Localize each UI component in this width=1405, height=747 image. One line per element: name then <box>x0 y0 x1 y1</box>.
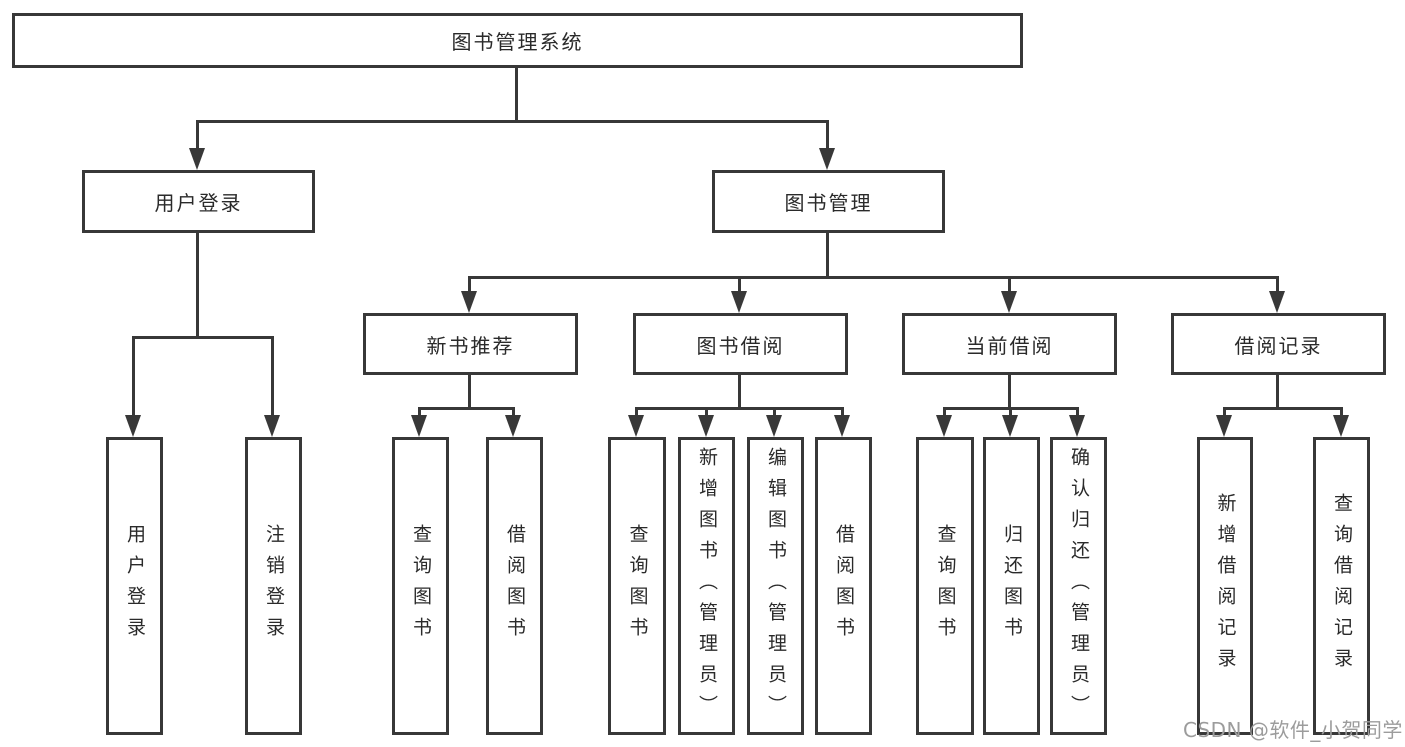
connector-branch-new-book-recommend <box>512 407 515 417</box>
node-current-borrowing: 当前借阅 <box>902 313 1117 375</box>
node-user-login-action: 用户登录 <box>106 437 163 735</box>
arrow-down-icon <box>1069 415 1085 437</box>
node-query-books-recommend: 查询图书 <box>392 437 449 735</box>
node-label-borrowing-records: 借阅记录 <box>1234 333 1323 358</box>
connector-branch-user-login <box>132 336 135 417</box>
node-query-books-borrowing: 查询图书 <box>608 437 666 735</box>
connector-rail-root <box>196 120 829 123</box>
connector-branch-current-borrowing <box>943 407 946 417</box>
arrow-down-icon <box>1269 291 1285 313</box>
node-label-new-book-recommend: 新书推荐 <box>426 333 515 358</box>
node-label-borrow-books: 借阅图书 <box>833 524 855 648</box>
node-label-user-login: 用户登录 <box>154 191 243 215</box>
arrow-down-icon <box>411 415 427 437</box>
connector-rail-new-book-recommend <box>418 407 515 410</box>
connector-branch-book-management <box>1276 276 1279 293</box>
node-query-books-current: 查询图书 <box>916 437 974 735</box>
connector-rail-borrowing-records <box>1223 407 1343 410</box>
node-return-books: 归还图书 <box>983 437 1040 735</box>
node-new-book-recommend: 新书推荐 <box>363 313 578 375</box>
connector-branch-book-management <box>1008 276 1011 293</box>
arrow-down-icon <box>1216 415 1232 437</box>
node-label-logout-action: 注销登录 <box>263 524 285 648</box>
connector-stem-borrowing-records <box>1276 375 1279 410</box>
node-user-login: 用户登录 <box>82 170 315 233</box>
arrow-down-icon <box>264 415 280 437</box>
node-label-borrow-books-recommend: 借阅图书 <box>504 524 526 648</box>
connector-branch-book-borrowing <box>705 407 708 417</box>
arrow-down-icon <box>766 415 782 437</box>
arrow-down-icon <box>461 291 477 313</box>
arrow-down-icon <box>505 415 521 437</box>
connector-branch-root <box>196 120 199 150</box>
node-root: 图书管理系统 <box>12 13 1023 68</box>
arrow-down-icon <box>819 148 835 170</box>
node-label-add-borrow-record: 新增借阅记录 <box>1214 493 1237 679</box>
connector-branch-current-borrowing <box>1009 407 1012 417</box>
node-book-borrowing: 图书借阅 <box>633 313 848 375</box>
node-label-confirm-return-admin: 确认归还（管理员） <box>1068 446 1090 726</box>
arrow-down-icon <box>936 415 952 437</box>
node-label-current-borrowing: 当前借阅 <box>965 333 1054 358</box>
arrow-down-icon <box>189 148 205 170</box>
connector-branch-book-borrowing <box>635 407 638 417</box>
node-label-book-management: 图书管理 <box>784 191 873 215</box>
node-label-query-borrow-record: 查询借阅记录 <box>1331 493 1353 679</box>
node-label-query-books-recommend: 查询图书 <box>410 524 432 648</box>
csdn-watermark: CSDN @软件_小贺同学 <box>1183 718 1403 742</box>
arrow-down-icon <box>1002 415 1018 437</box>
connector-branch-new-book-recommend <box>418 407 421 417</box>
node-book-management: 图书管理 <box>712 170 945 233</box>
arrow-down-icon <box>1333 415 1349 437</box>
node-label-query-books-borrowing: 查询图书 <box>626 524 649 648</box>
connector-stem-new-book-recommend <box>468 375 471 410</box>
node-confirm-return-admin: 确认归还（管理员） <box>1050 437 1107 735</box>
connector-branch-current-borrowing <box>1076 407 1079 417</box>
connector-rail-book-borrowing <box>635 407 844 410</box>
arrow-down-icon <box>1001 291 1017 313</box>
node-label-user-login-action: 用户登录 <box>124 524 146 648</box>
connector-rail-user-login <box>132 336 274 339</box>
connector-branch-book-management <box>738 276 741 293</box>
connector-branch-borrowing-records <box>1223 407 1226 417</box>
node-add-books-admin: 新增图书（管理员） <box>678 437 735 735</box>
node-label-return-books: 归还图书 <box>1001 524 1023 648</box>
node-add-borrow-record: 新增借阅记录 <box>1197 437 1253 735</box>
connector-stem-user-login <box>196 233 199 339</box>
connector-branch-borrowing-records <box>1340 407 1343 417</box>
node-label-edit-books-admin: 编辑图书（管理员） <box>765 446 787 726</box>
connector-branch-user-login <box>271 336 274 417</box>
connector-branch-book-borrowing <box>841 407 844 417</box>
node-borrow-books-recommend: 借阅图书 <box>486 437 543 735</box>
arrow-down-icon <box>834 415 850 437</box>
node-borrowing-records: 借阅记录 <box>1171 313 1386 375</box>
arrow-down-icon <box>628 415 644 437</box>
arrow-down-icon <box>125 415 141 437</box>
node-edit-books-admin: 编辑图书（管理员） <box>747 437 804 735</box>
connector-branch-book-management <box>468 276 471 293</box>
connector-stem-current-borrowing <box>1008 375 1011 410</box>
node-label-book-borrowing: 图书借阅 <box>696 333 785 358</box>
node-logout-action: 注销登录 <box>245 437 302 735</box>
connector-rail-book-management <box>468 276 1279 279</box>
node-query-borrow-record: 查询借阅记录 <box>1313 437 1370 735</box>
connector-stem-book-management <box>826 233 829 279</box>
node-label-root: 图书管理系统 <box>451 30 584 54</box>
arrow-down-icon <box>698 415 714 437</box>
node-label-add-books-admin: 新增图书（管理员） <box>696 446 718 726</box>
connector-stem-book-borrowing <box>738 375 741 410</box>
connector-stem-root <box>515 68 518 123</box>
arrow-down-icon <box>731 291 747 313</box>
connector-branch-root <box>826 120 829 150</box>
node-borrow-books: 借阅图书 <box>815 437 872 735</box>
connector-branch-book-borrowing <box>773 407 776 417</box>
node-label-query-books-current: 查询图书 <box>934 524 957 648</box>
